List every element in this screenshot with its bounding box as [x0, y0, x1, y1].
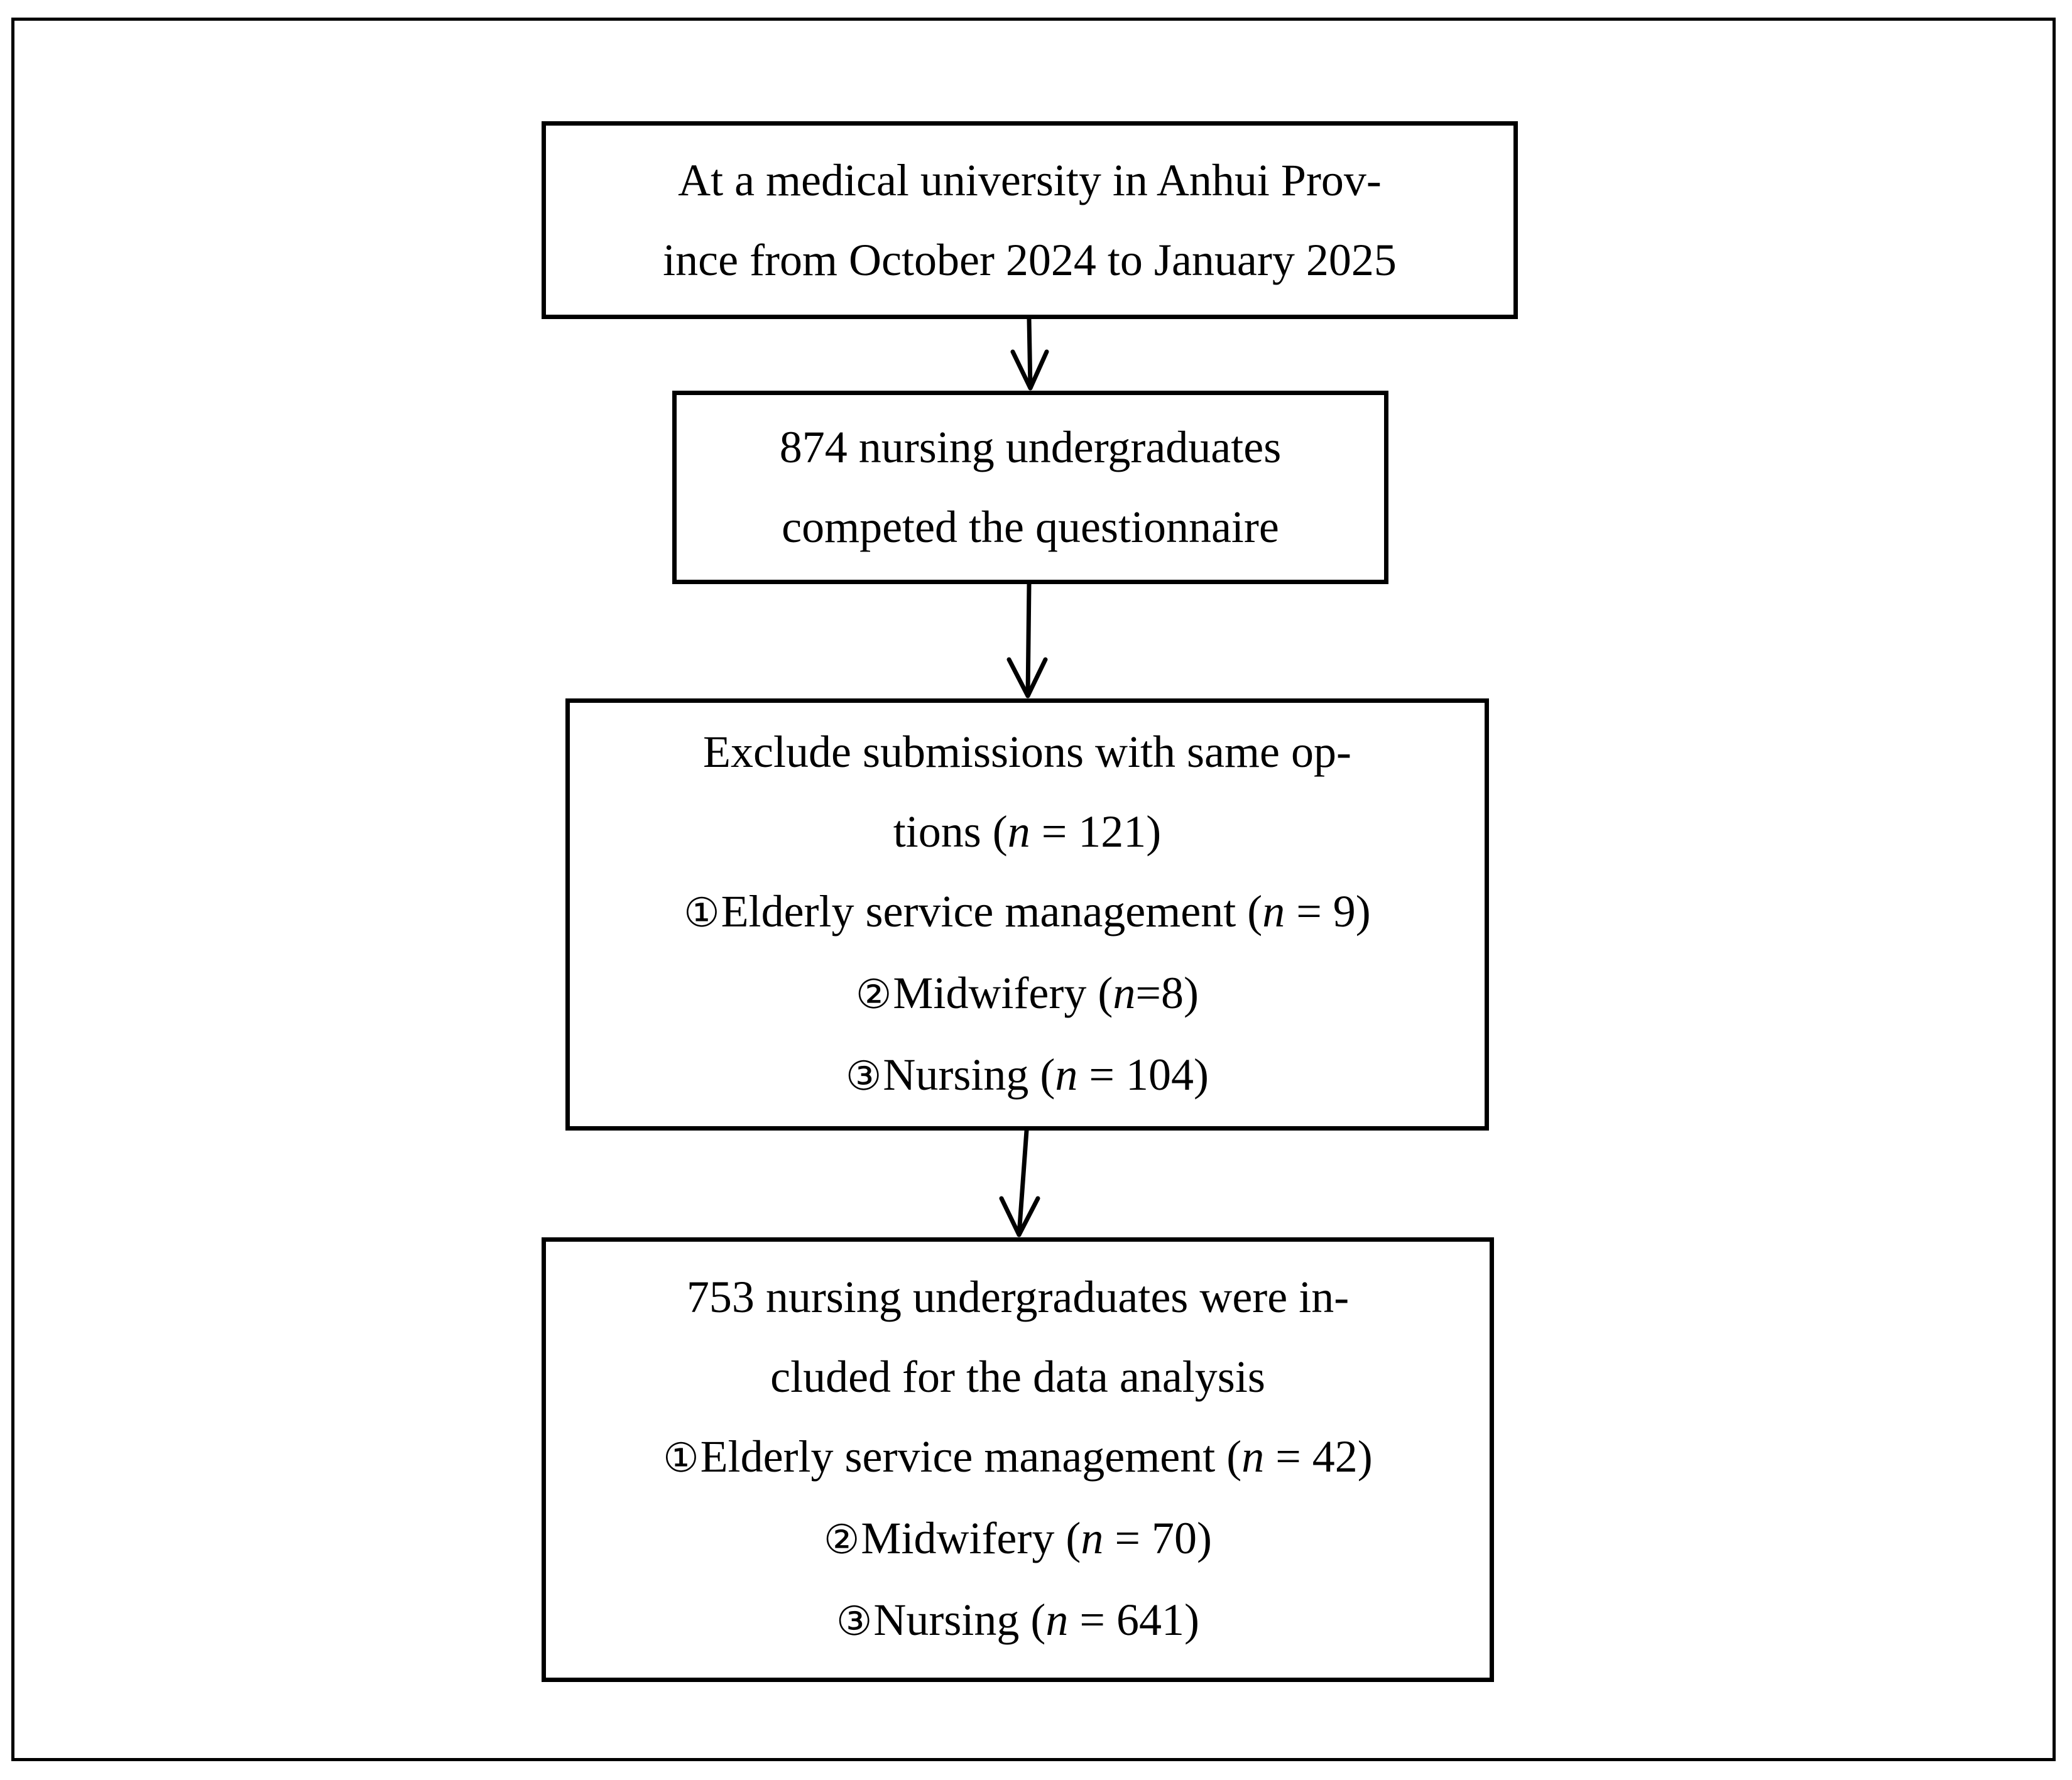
included-item-nursing: ③Nursing (n = 641) — [836, 1580, 1199, 1662]
excluded-line-1: Exclude submissions with same op- — [703, 727, 1351, 777]
included-line-1: 753 nursing undergraduates were in- — [686, 1272, 1350, 1322]
completed-box: 874 nursing undergraduates competed the … — [672, 391, 1388, 584]
excluded-item-nursing: ③Nursing (n = 104) — [846, 1035, 1209, 1117]
source-line-1: At a medical university in Anhui Prov- — [678, 155, 1382, 205]
circled-number-2: ② — [856, 972, 892, 1018]
circled-number-1: ① — [663, 1435, 699, 1482]
completed-line-1: 874 nursing undergraduates — [779, 422, 1282, 472]
excluded-item-midwifery: ②Midwifery (n=8) — [856, 953, 1199, 1035]
included-item-elderly: ①Elderly service management (n = 42) — [663, 1417, 1373, 1499]
circled-number-1: ① — [684, 890, 720, 936]
completed-line-2: competed the questionnaire — [782, 502, 1279, 552]
source-line-2: ince from October 2024 to January 2025 — [663, 234, 1397, 285]
included-box: 753 nursing undergraduates were in- clud… — [542, 1237, 1494, 1682]
excluded-box: Exclude submissions with same op- tions … — [565, 698, 1489, 1131]
circled-number-2: ② — [824, 1517, 860, 1563]
figure-frame — [11, 18, 2056, 1761]
included-item-midwifery: ②Midwifery (n = 70) — [824, 1499, 1212, 1580]
excluded-line-2: tions (n = 121) — [893, 806, 1162, 857]
included-line-2: cluded for the data analysis — [770, 1352, 1265, 1402]
circled-number-3: ③ — [846, 1053, 882, 1100]
source-box: At a medical university in Anhui Prov- i… — [542, 121, 1518, 319]
circled-number-3: ③ — [836, 1598, 873, 1645]
excluded-item-elderly: ①Elderly service management (n = 9) — [684, 872, 1371, 953]
